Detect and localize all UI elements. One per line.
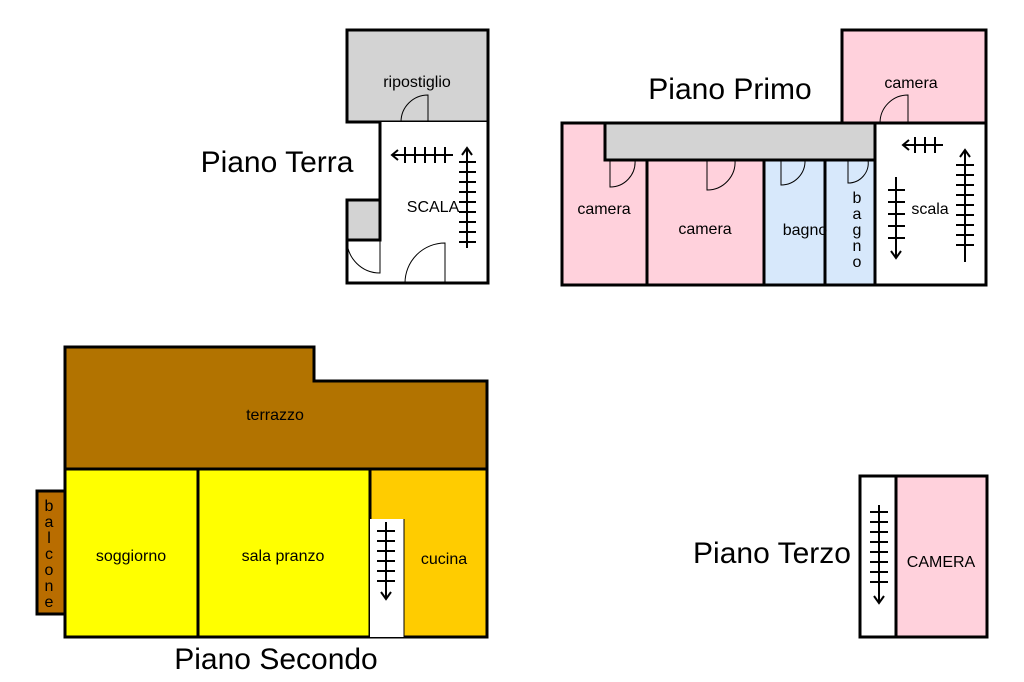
- room-label-bagno-1: bagno: [783, 222, 828, 239]
- stair-arrow-down: [888, 177, 905, 260]
- vertical-letter: g: [853, 222, 862, 239]
- room-label-camera: CAMERA: [907, 554, 976, 571]
- room-label-scala: SCALA: [407, 199, 460, 216]
- camera-room: [894, 474, 989, 639]
- room-label-soggiorno: soggiorno: [96, 548, 166, 565]
- vertical-letter: a: [45, 514, 54, 531]
- vertical-letter: b: [853, 190, 862, 207]
- piano-primo-plan: camera camera camera bagno b a g n o sca…: [560, 28, 988, 287]
- door-swing: [780, 159, 806, 186]
- stair-arrow-down: [870, 505, 888, 605]
- stair-arrow-horizontal: [901, 137, 943, 153]
- room-label-cucina: cucina: [421, 551, 467, 568]
- camera-top-room: [840, 28, 988, 125]
- bagno-2-room: [823, 158, 877, 287]
- door-swing: [400, 94, 429, 123]
- balcone-area: [35, 489, 67, 616]
- stair-arrow-horizontal: [390, 147, 453, 163]
- piano-secondo-plan: terrazzo soggiorno sala pranzo cucina b …: [35, 345, 489, 676]
- piano-terzo-plan: CAMERA Piano Terzo: [693, 474, 989, 639]
- room-label-bagno-2: b a g n o: [853, 190, 862, 271]
- floor-title-primo: Piano Primo: [648, 73, 811, 106]
- vertical-letter: n: [45, 578, 54, 595]
- ripostiglio-room: [345, 28, 490, 124]
- stair-closet: [345, 198, 382, 242]
- room-label-camera-top: camera: [884, 75, 937, 92]
- door-swing: [847, 159, 869, 184]
- piano-terra-plan: ripostiglio SCALA Piano Terra: [201, 28, 490, 285]
- room-label-camera-1: camera: [577, 201, 630, 218]
- vertical-letter: n: [853, 238, 862, 255]
- door-swing: [609, 159, 636, 188]
- door-swing: [879, 94, 909, 124]
- stair-arrow-vertical: [459, 146, 476, 248]
- door-swing: [346, 239, 381, 274]
- stair-arrow-down: [377, 522, 395, 601]
- floor-title-secondo: Piano Secondo: [174, 643, 378, 676]
- room-label-balcone: b a l c o n e: [45, 498, 54, 611]
- room-label-scala: scala: [911, 201, 948, 218]
- floor-title-terra: Piano Terra: [201, 146, 354, 179]
- vertical-letter: b: [45, 498, 54, 515]
- vertical-letter: l: [47, 530, 51, 547]
- room-label-sala-pranzo: sala pranzo: [242, 548, 325, 565]
- stair-arrow-up: [956, 148, 974, 262]
- vertical-letter: o: [853, 254, 862, 271]
- door-swing: [404, 242, 446, 284]
- door-swing: [706, 159, 736, 191]
- vertical-letter: e: [45, 594, 54, 611]
- room-label-ripostiglio: ripostiglio: [383, 74, 451, 91]
- room-label-terrazzo: terrazzo: [246, 407, 304, 424]
- vertical-letter: a: [853, 206, 862, 223]
- vertical-letter: c: [45, 546, 53, 563]
- corridor: [603, 121, 877, 162]
- room-label-camera-2: camera: [678, 221, 731, 238]
- floor-title-terzo: Piano Terzo: [693, 537, 851, 570]
- vertical-letter: o: [45, 562, 54, 579]
